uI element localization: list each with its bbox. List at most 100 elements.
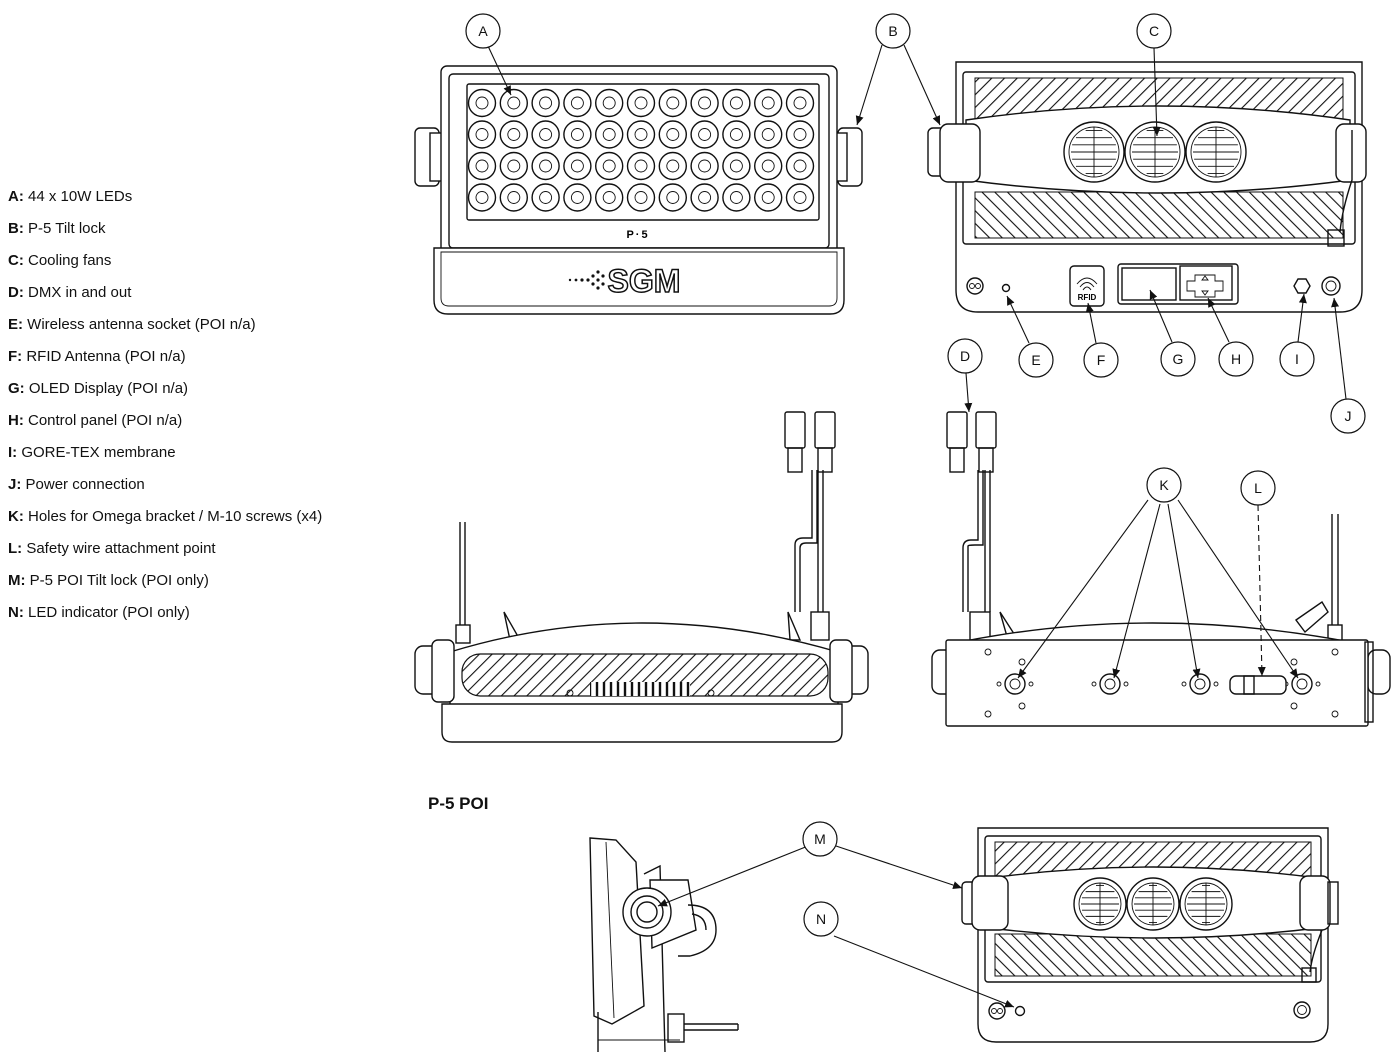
cooling-fans <box>1063 121 1247 183</box>
legend-item: A: 44 x 10W LEDs <box>8 186 322 218</box>
legend-text: OLED Display (POI n/a) <box>24 380 189 397</box>
led <box>626 183 656 212</box>
led <box>563 183 592 212</box>
hole-ring <box>1099 673 1121 695</box>
led <box>563 151 592 181</box>
led-lens <box>634 191 648 204</box>
bracket-hole <box>1091 673 1129 695</box>
legend-key: H: <box>8 412 24 429</box>
led-lens <box>507 96 521 110</box>
led-lens <box>793 159 807 173</box>
mount-screw <box>1018 702 1026 710</box>
rfid-label: RFID <box>1078 293 1097 302</box>
callout-I: I <box>1279 341 1315 377</box>
led <box>531 183 560 212</box>
bracket-hole <box>1283 673 1321 695</box>
legend-key: E: <box>8 316 23 333</box>
led-lens <box>634 128 648 141</box>
led-lens <box>666 128 680 141</box>
callout-K: K <box>1146 467 1182 503</box>
led-lens <box>729 128 743 141</box>
legend-item: E: Wireless antenna socket (POI n/a) <box>8 314 322 346</box>
led-lens <box>666 191 680 204</box>
led-lens <box>793 96 807 110</box>
rear-view: RFID <box>927 61 1367 313</box>
led <box>690 88 719 118</box>
led-lens <box>761 191 775 204</box>
led-lens <box>729 96 743 110</box>
callout-G: G <box>1160 341 1196 377</box>
led <box>531 88 560 118</box>
led <box>563 88 592 118</box>
screw-dot <box>1123 681 1129 687</box>
callout-letter: K <box>1159 477 1169 493</box>
screw-dot <box>1213 681 1219 687</box>
hole-center <box>1194 678 1206 690</box>
legend-key: L: <box>8 540 23 557</box>
legend-item: K: Holes for Omega bracket / M-10 screws… <box>8 506 322 538</box>
callout-letter: F <box>1097 352 1106 368</box>
callout-M: M <box>802 821 838 857</box>
legend-key: F: <box>8 348 23 365</box>
screw-dot <box>1315 681 1321 687</box>
led-lens <box>570 159 584 173</box>
led-lens <box>698 128 712 141</box>
legend-text: Control panel (POI n/a) <box>23 412 183 429</box>
led <box>690 151 719 181</box>
led <box>626 88 656 118</box>
led <box>658 151 687 181</box>
legend-key: G: <box>8 380 25 397</box>
legend-item: D: DMX in and out <box>8 282 322 314</box>
mount-screw <box>1018 658 1026 666</box>
led-lens <box>507 128 521 141</box>
legend-text: Holes for Omega bracket / M-10 screws (x… <box>23 508 323 525</box>
callout-letter: L <box>1254 480 1262 496</box>
legend-item: H: Control panel (POI n/a) <box>8 410 322 442</box>
led <box>467 88 497 118</box>
led <box>658 183 687 212</box>
brand-logo: SGM <box>608 263 681 299</box>
mount-screw <box>1290 702 1298 710</box>
led-lens <box>698 96 712 110</box>
mount-screw <box>1331 648 1339 656</box>
cooling-fan <box>1063 121 1125 183</box>
led-lens <box>475 128 489 141</box>
led-lens <box>539 96 553 110</box>
legend-item: G: OLED Display (POI n/a) <box>8 378 322 410</box>
legend-text: Safety wire attachment point <box>22 540 216 557</box>
led-lens <box>539 191 553 204</box>
callout-letter: C <box>1149 23 1159 39</box>
callout-A: A <box>465 13 501 49</box>
legend-key: J: <box>8 476 22 493</box>
led <box>722 120 751 149</box>
led <box>531 151 560 181</box>
omega-bracket-holes <box>984 648 1339 718</box>
led <box>722 151 751 181</box>
legend-item: I: GORE-TEX membrane <box>8 442 322 474</box>
legend-text: Wireless antenna socket (POI n/a) <box>23 316 256 333</box>
sgm-logo-dots-icon <box>568 270 605 290</box>
led-lens <box>475 96 489 110</box>
legend-key: D: <box>8 284 24 301</box>
mount-screw <box>984 648 992 656</box>
callout-F: F <box>1083 342 1119 378</box>
callout-D: D <box>947 338 983 374</box>
legend-text: RFID Antenna (POI n/a) <box>22 348 186 365</box>
callout-E: E <box>1018 342 1054 378</box>
hole-center <box>1009 678 1021 690</box>
legend-key: I: <box>8 444 18 461</box>
led <box>722 88 751 118</box>
callout-letter: H <box>1231 351 1241 367</box>
callout-letter: G <box>1173 351 1184 367</box>
hole-ring <box>1189 673 1211 695</box>
led-lens <box>570 96 584 110</box>
legend-item: B: P-5 Tilt lock <box>8 218 322 250</box>
led-lens <box>729 159 743 173</box>
led <box>785 183 815 212</box>
hole-center <box>1104 678 1116 690</box>
led-lens <box>698 191 712 204</box>
led-lens <box>793 128 807 141</box>
led-array <box>467 88 815 212</box>
legend-item: J: Power connection <box>8 474 322 506</box>
